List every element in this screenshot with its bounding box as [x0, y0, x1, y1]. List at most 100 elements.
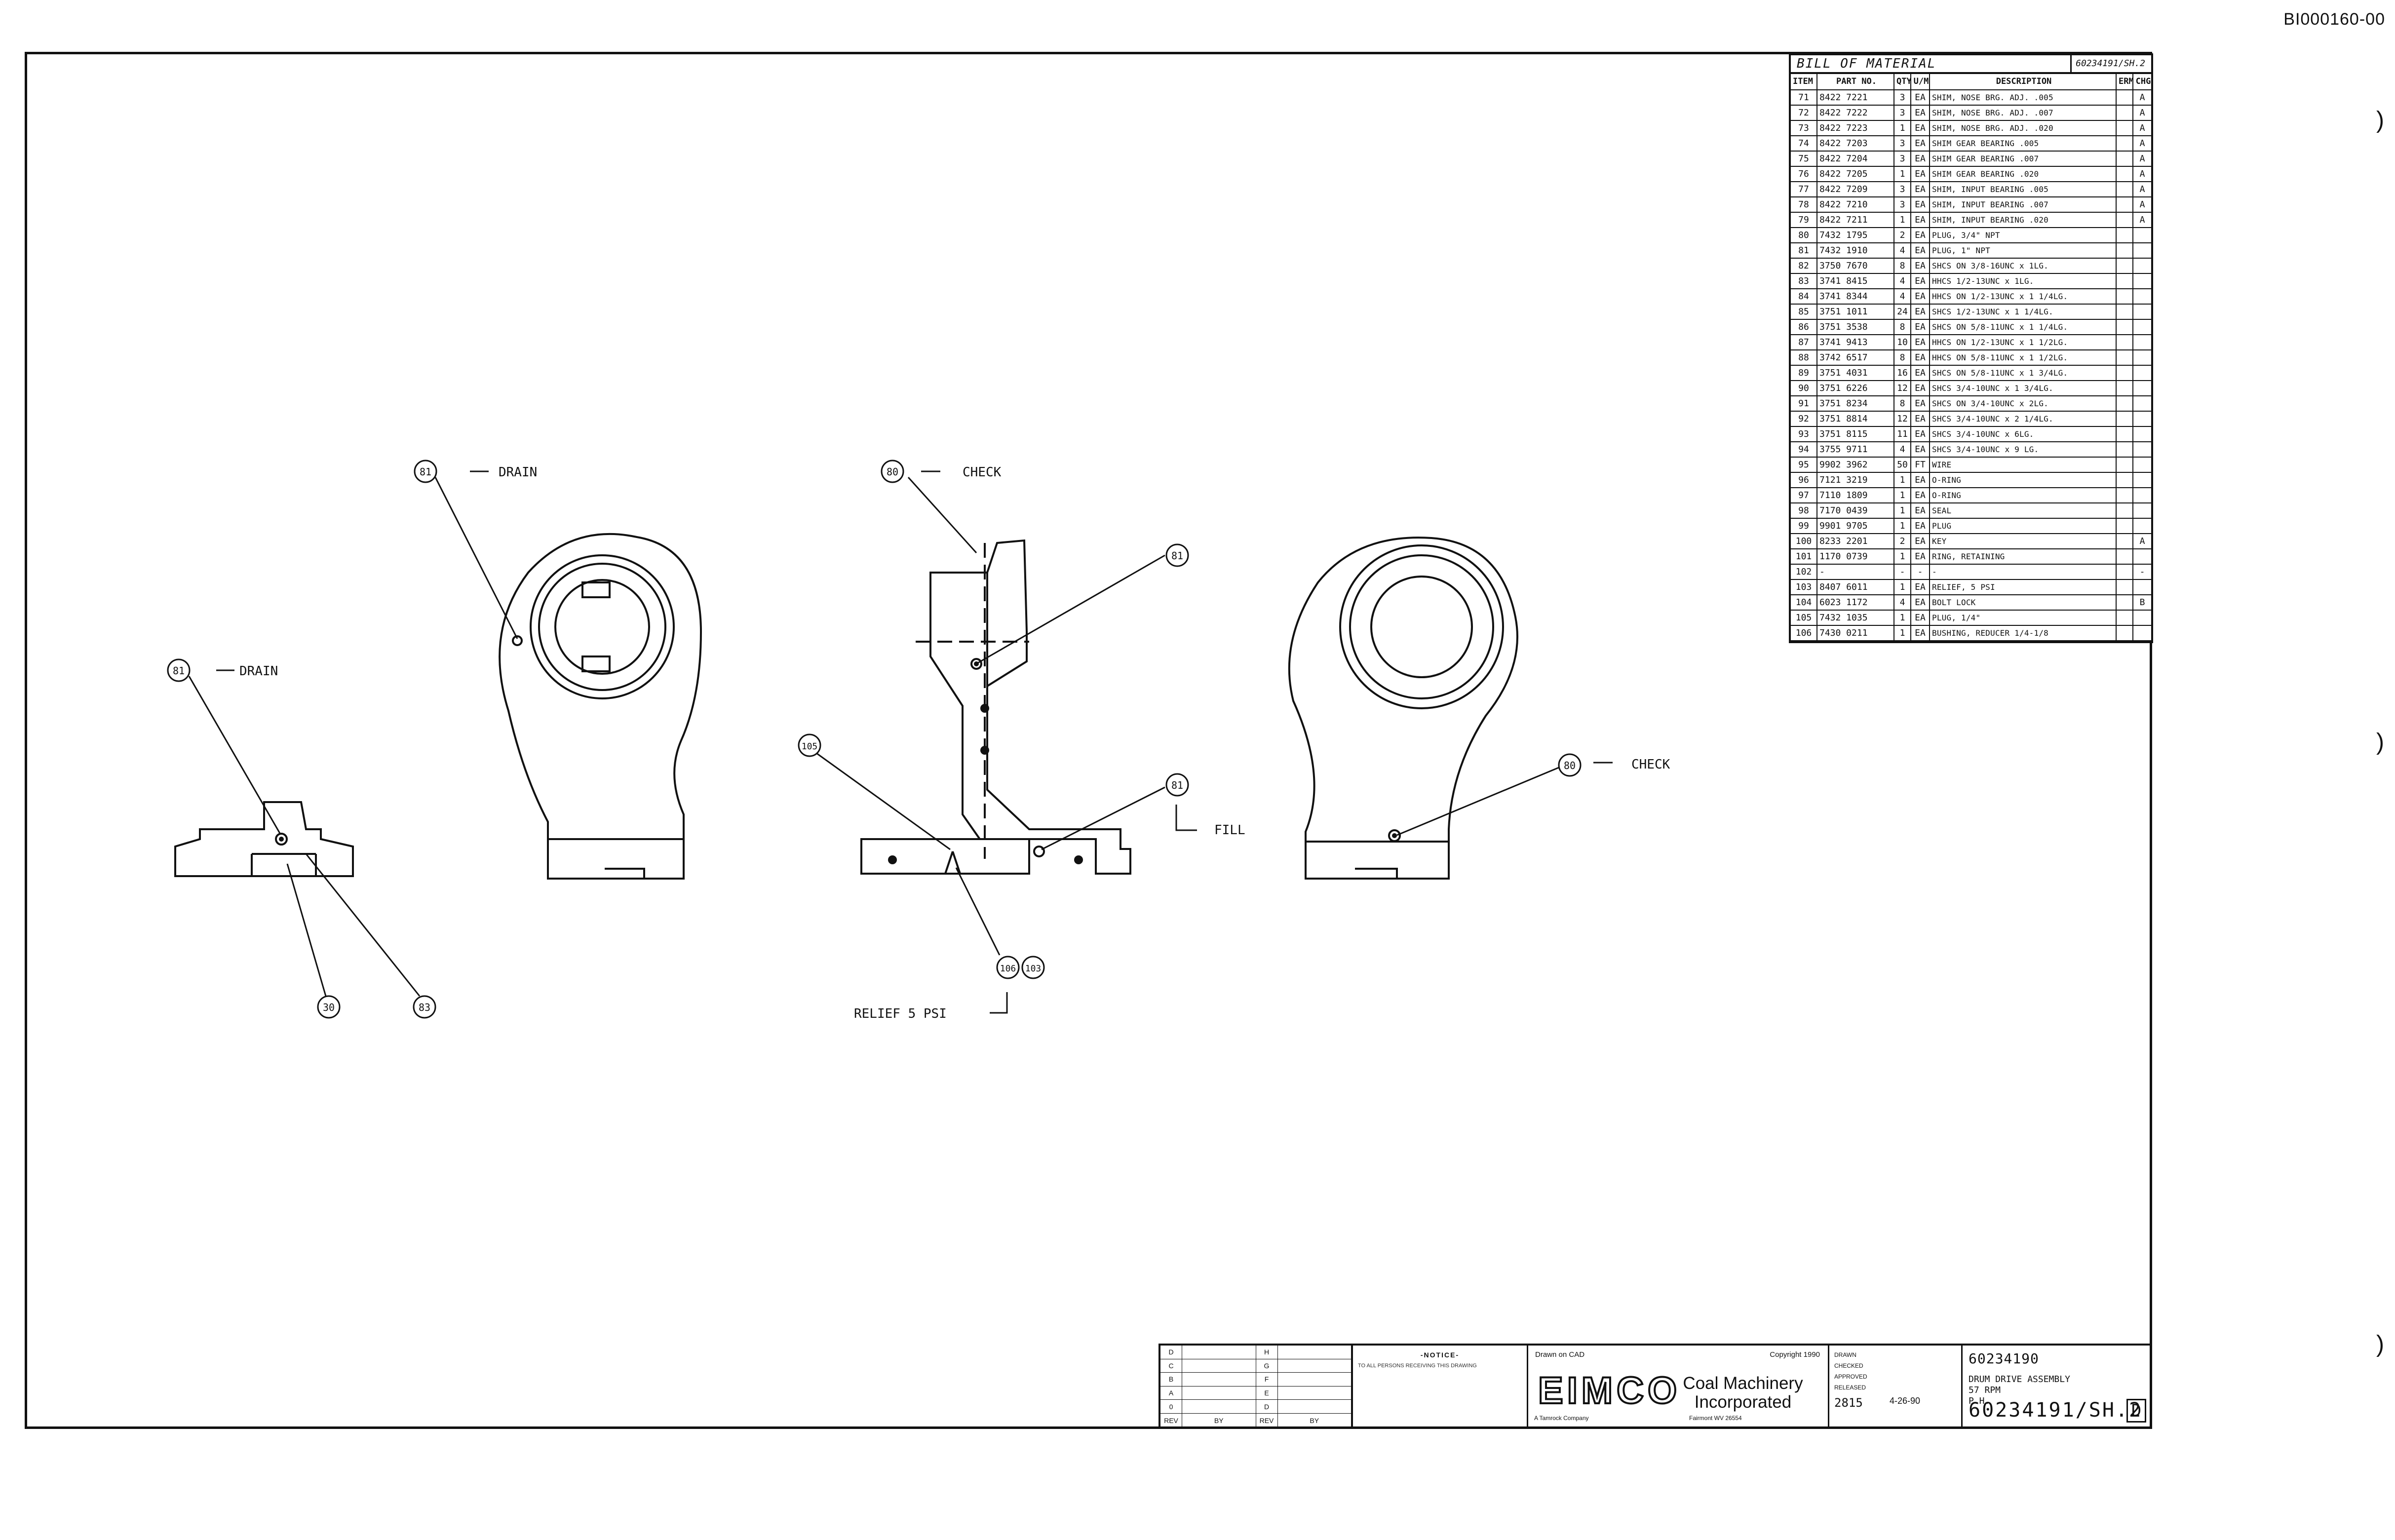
bom-cell-part: 3751 4031 [1817, 366, 1894, 380]
bom-cell-item: 94 [1791, 442, 1817, 457]
center-mark [974, 661, 979, 666]
bom-cell-um: EA [1911, 289, 1930, 304]
bom-cell-erm [2117, 366, 2133, 380]
bom-cell-erm [2117, 565, 2133, 579]
bom-cell-item: 84 [1791, 289, 1817, 304]
bom-cell-ch: - [2139, 567, 2145, 577]
bom-cell-ch: A [2139, 92, 2145, 103]
bom-cell-ch [2133, 350, 2151, 365]
bom-cell-part: 7110 1809 [1817, 488, 1894, 502]
bom-cell-item: 83 [1791, 274, 1817, 288]
bom-cell-desc: WIRE [1930, 458, 2117, 472]
balloon-label: 105 [802, 741, 818, 752]
drawing-number: 60234191/SH.2 [1969, 1399, 2143, 1422]
table-row: 102----- [1791, 565, 2151, 580]
bom-cell-desc: O-RING [1930, 473, 2117, 487]
sheet-border [25, 52, 2152, 1429]
bom-cell-desc: SHCS ON 5/8-11UNC x 1 1/4LG. [1930, 320, 2117, 334]
bom-cell-item: 106 [1791, 626, 1817, 640]
bom-cell-erm [2117, 611, 2133, 625]
company-panel: Drawn on CAD Copyright 1990 EIMCO Coal M… [1528, 1346, 1829, 1427]
leader-line [188, 676, 281, 835]
bom-cell-item: 77 [1791, 182, 1817, 196]
bom-header-cell: ITEM NO. [1791, 74, 1817, 89]
bom-cell-qty: 3 [1894, 197, 1911, 212]
bom-cell-erm [2117, 442, 2133, 457]
bom-cell-um: EA [1911, 381, 1930, 395]
right-housing-ring-middle [1349, 554, 1494, 699]
bom-cell-ch: A [2139, 536, 2145, 546]
bom-cell-desc: SHCS 3/4-10UNC x 9 LG. [1930, 442, 2117, 457]
leader-line [1041, 786, 1165, 850]
bom-cell-ch [2133, 519, 2151, 533]
bom-cell-qty: 1 [1894, 121, 1911, 135]
bom-cell-item: 104 [1791, 595, 1817, 610]
right-housing-port [1388, 829, 1401, 842]
bom-cell-qty: 8 [1894, 396, 1911, 411]
bom-cell-item: 88 [1791, 350, 1817, 365]
left-housing-view [499, 533, 702, 880]
bom-cell-qty: 1 [1894, 473, 1911, 487]
bom-cell-um: EA [1911, 335, 1930, 349]
approval-note: CHECKED [1834, 1362, 1863, 1369]
notice-title: -NOTICE- [1420, 1351, 1460, 1359]
leader-line [434, 477, 518, 639]
bom-sheet-ref: 60234191/SH.2 [2070, 55, 2145, 72]
bom-cell-erm [2117, 136, 2133, 151]
bom-cell-part: 8422 7204 [1817, 152, 1894, 166]
bom-cell-qty: - [1894, 565, 1911, 579]
bom-cell-um: EA [1911, 259, 1930, 273]
approval-note: RELEASED [1834, 1384, 1866, 1391]
balloon-81-left [167, 658, 191, 682]
company-address: Fairmont WV 26554 [1689, 1415, 1742, 1422]
bom-cell-item: 72 [1791, 106, 1817, 120]
bom-cell-part: 3741 8344 [1817, 289, 1894, 304]
company-name-line: Incorporated [1694, 1392, 1792, 1412]
balloon-label: 103 [1025, 963, 1042, 974]
bom-cell-qty: 1 [1894, 167, 1911, 181]
bom-cell-um: EA [1911, 427, 1930, 441]
center-mark [888, 855, 897, 864]
bom-cell-desc: SHIM GEAR BEARING .007 [1930, 152, 2117, 166]
bom-cell-part: 3751 8115 [1817, 427, 1894, 441]
bom-cell-part: 7121 3219 [1817, 473, 1894, 487]
bom-cell-um: EA [1911, 626, 1930, 640]
bom-cell-part: 7432 1035 [1817, 611, 1894, 625]
bom-cell-item: 78 [1791, 197, 1817, 212]
bom-cell-part: 8422 7221 [1817, 90, 1894, 105]
bom-cell-um: EA [1911, 412, 1930, 426]
right-housing-slot [1355, 868, 1398, 879]
right-housing-bore [1370, 576, 1473, 678]
leader-line [286, 863, 327, 997]
bom-cell-item: 81 [1791, 243, 1817, 258]
right-edge-mark: ) [2376, 729, 2384, 755]
bom-cell-erm [2117, 90, 2133, 105]
bom-cell-ch [2133, 335, 2151, 349]
bom-cell-erm [2117, 213, 2133, 227]
balloon-81-center [1165, 543, 1189, 567]
bom-cell-qty: 3 [1894, 136, 1911, 151]
bom-cell-item: 86 [1791, 320, 1817, 334]
bom-cell-erm [2117, 427, 2133, 441]
bom-cell-qty: 3 [1894, 152, 1911, 166]
bom-cell-desc: RELIEF, 5 PSI [1930, 580, 2117, 594]
copyright: Copyright 1990 [1770, 1350, 1820, 1359]
bom-cell-part: 1170 0739 [1817, 549, 1894, 564]
bom-cell-qty: 2 [1894, 534, 1911, 548]
bom-cell-qty: 1 [1894, 488, 1911, 502]
center-mark [980, 746, 989, 755]
bom-cell-erm [2117, 458, 2133, 472]
bom-cell-erm [2117, 289, 2133, 304]
bom-cell-um: EA [1911, 152, 1930, 166]
bom-cell-item: 103 [1791, 580, 1817, 594]
